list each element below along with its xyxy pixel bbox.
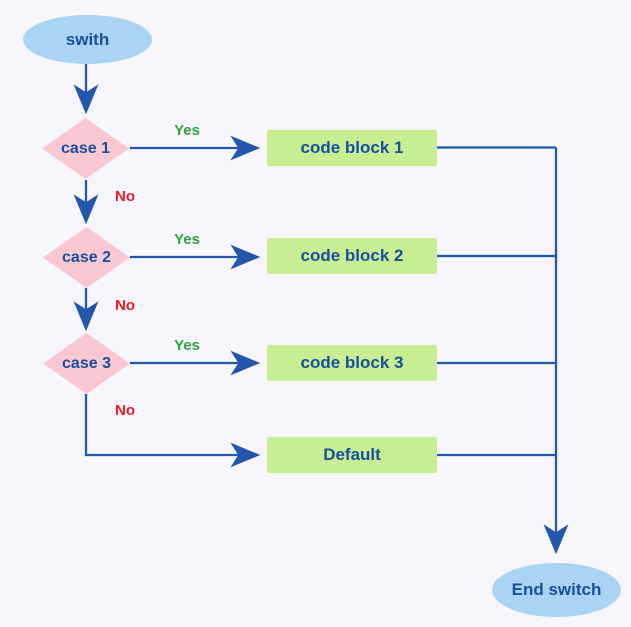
- process-code-block-2: code block 2: [267, 238, 437, 274]
- end-node: End switch: [492, 563, 621, 617]
- process-code-block-3: code block 3: [267, 345, 437, 381]
- start-label: swith: [65, 29, 110, 49]
- edge-label-yes-1: Yes: [174, 122, 200, 139]
- edge-case3-no-to-default: [84, 394, 261, 468]
- default-label: Default: [323, 445, 381, 464]
- start-node: swith: [23, 15, 152, 64]
- block3-label: code block 3: [300, 353, 404, 372]
- edge-label-yes-3: Yes: [174, 337, 200, 354]
- case3-label: case 3: [62, 354, 111, 372]
- process-code-block-1: code block 1: [267, 130, 437, 166]
- block1-label: code block 1: [300, 138, 404, 157]
- edge-label-no-3: No: [115, 402, 135, 419]
- edge-label-yes-2: Yes: [174, 231, 200, 248]
- block2-label: code block 2: [300, 246, 404, 265]
- case1-label: case 1: [61, 139, 110, 157]
- case2-label: case 2: [62, 248, 111, 266]
- process-default: Default: [267, 437, 437, 473]
- end-label: End switch: [511, 580, 602, 599]
- edge-label-no-2: No: [115, 297, 135, 314]
- edge-label-no-1: No: [115, 188, 135, 205]
